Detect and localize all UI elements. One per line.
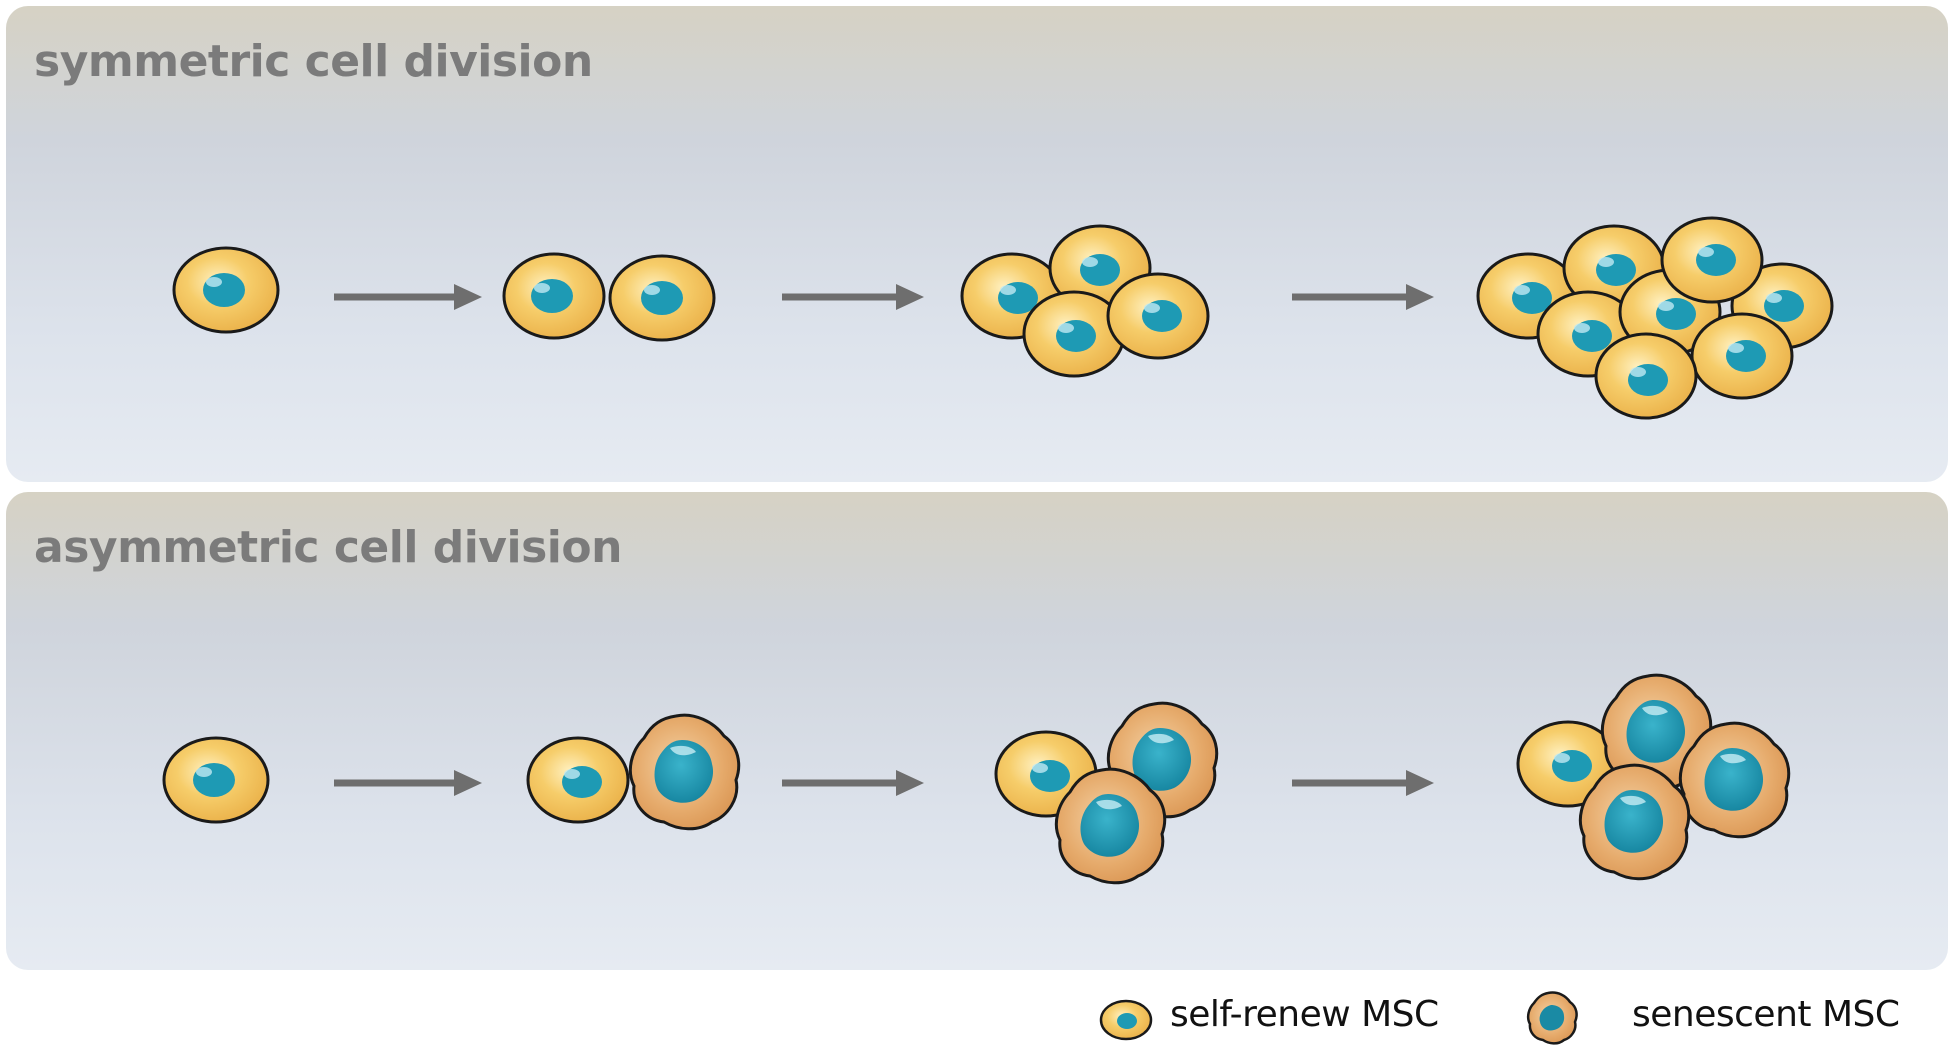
asymmetric-division-panel: asymmetric cell division [6,492,1948,970]
self-renew-cell [162,736,270,824]
symmetric-diagram [172,216,1834,420]
self-renew-cell [1690,312,1794,400]
self-renew-msc-legend-icon [1099,999,1153,1041]
self-renew-cell [502,252,606,340]
senescent-cell [1678,721,1791,839]
senescent-cell [628,713,741,831]
arrow-2 [782,770,924,796]
arrow-3 [1292,284,1434,310]
self-renew-cell [1106,272,1210,360]
symmetric-division-panel: symmetric cell division [6,6,1948,482]
legend [1099,991,1578,1045]
self-renew-cell [526,736,630,824]
arrow-3 [1292,770,1434,796]
senescent-cell [1054,767,1167,885]
symmetric-panel-title: symmetric cell division [34,36,593,87]
senescent-msc-legend-icon [1526,991,1578,1045]
senescent-msc-legend-label: senescent MSC [1632,994,1900,1035]
arrow-2 [782,284,924,310]
arrow-1 [334,284,482,310]
senescent-cell [1578,763,1691,881]
self-renew-cell [1660,216,1764,304]
asymmetric-diagram [162,673,1791,885]
asymmetric-panel-title: asymmetric cell division [34,522,622,573]
self-renew-cell [608,254,716,342]
self-renew-cell [1022,290,1126,378]
self-renew-cell [172,246,280,334]
self-renew-msc-legend-label: self-renew MSC [1170,994,1439,1035]
arrow-1 [334,770,482,796]
self-renew-cell [1594,332,1698,420]
